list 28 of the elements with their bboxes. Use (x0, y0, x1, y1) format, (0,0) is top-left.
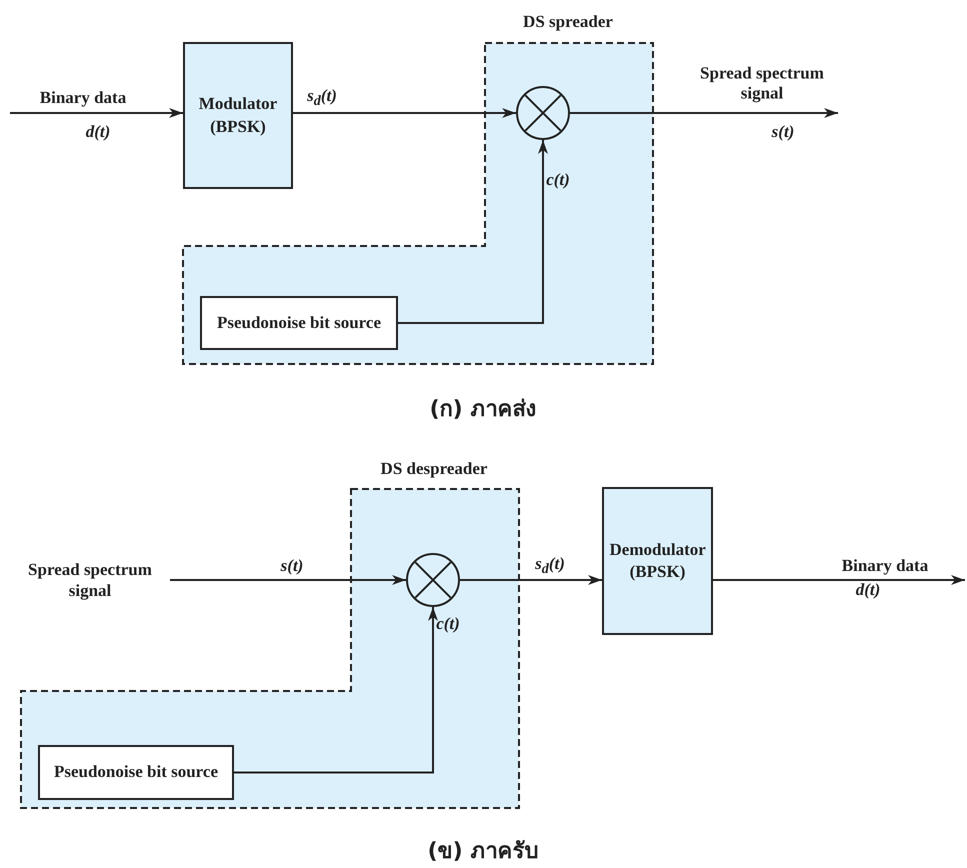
signal-name: d(t) (856, 580, 880, 600)
arrow (170, 575, 406, 585)
region-title: DS despreader (380, 458, 488, 480)
arrow (398, 140, 548, 324)
signal-name: d(t) (86, 122, 110, 142)
arrow (293, 108, 516, 118)
edge-label: Binary data (842, 556, 928, 576)
region-title: DS spreader (523, 12, 613, 32)
edge-label: s(t) (280, 556, 304, 576)
process-box: Pseudonoise bit source (200, 296, 398, 350)
figure-caption: (ก) ภาคส่ง (430, 396, 536, 424)
process-box: Modulator (BPSK) (183, 42, 293, 189)
edge-label: s$_{d}$(t) (535, 554, 565, 578)
arrow (10, 108, 183, 118)
process-box: Demodulator (BPSK) (602, 487, 713, 635)
edge-label: Binary data (40, 88, 126, 108)
figure-caption: (ข) ภาครับ (428, 838, 538, 866)
arrow (234, 607, 438, 774)
arrow (570, 108, 838, 118)
edge-label: s$_{d}$(t) (307, 86, 337, 110)
arrow (713, 575, 965, 585)
signal-name: s(t) (772, 122, 794, 142)
process-box: Pseudonoise bit source (38, 745, 234, 800)
arrow (460, 575, 602, 585)
edge-label: c(t) (546, 170, 570, 190)
edge-label: c(t) (436, 614, 460, 634)
edge-label: Spread spectrum signal (699, 64, 825, 104)
input-label: Spread spectrum signal (10, 558, 170, 602)
